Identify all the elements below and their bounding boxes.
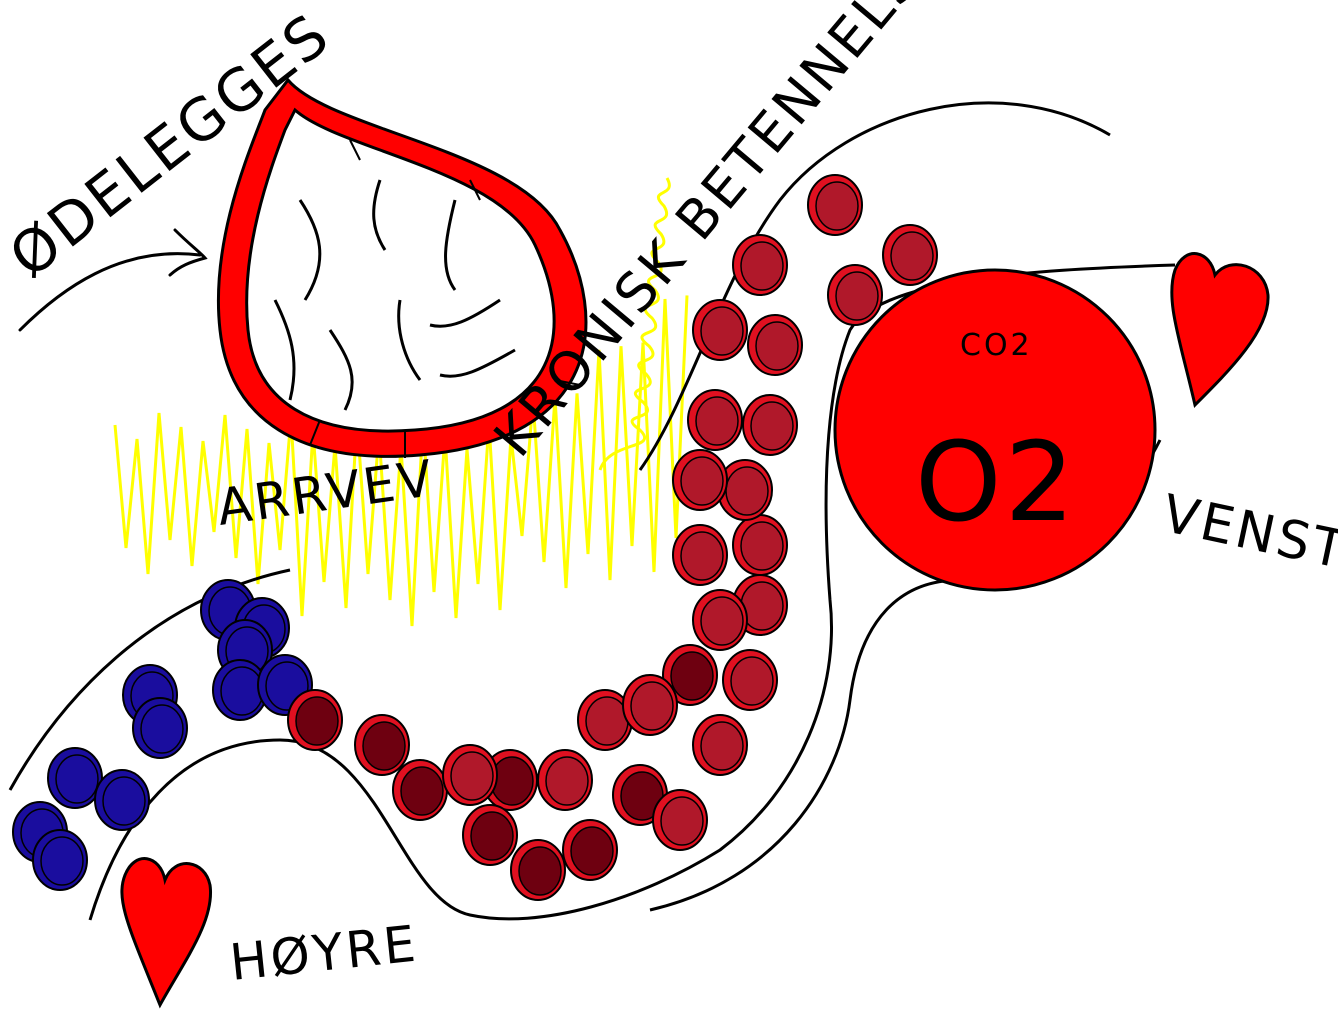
blood-cell-core (40, 836, 84, 886)
blood-cell-core (815, 181, 859, 231)
blood-cell-core (450, 751, 494, 801)
blood-cell-core (295, 696, 339, 746)
blood-cell-core (740, 241, 784, 291)
alveolus-lumen (245, 107, 556, 433)
scribble-stroke (598, 177, 671, 471)
blood-cell-core (660, 796, 704, 846)
blood-cell-core (740, 521, 784, 571)
blood-cell-core (630, 681, 674, 731)
label-right: HØYRE (227, 915, 421, 992)
blood-cell-core (102, 776, 146, 826)
blood-cell-core (518, 846, 562, 896)
blood-cell-core (755, 321, 799, 371)
blood-cell-core (545, 756, 589, 806)
blood-cell-core (730, 656, 774, 706)
heart-icon (1170, 252, 1270, 408)
blood-cell-core (680, 456, 724, 506)
blood-cell-core (680, 531, 724, 581)
blood-cell-core (670, 651, 714, 701)
blood-cells (12, 174, 938, 901)
heart-icon (120, 857, 213, 1009)
vessel-outline-middle (88, 263, 1176, 921)
blood-cell-core (400, 766, 444, 816)
blood-cell-core (725, 466, 769, 516)
oxygen-circle (833, 268, 1157, 592)
blood-cell-core (140, 704, 184, 754)
blood-cell-core (700, 596, 744, 646)
blood-cell-core (890, 231, 934, 281)
blood-cell-core (470, 811, 514, 861)
gas-exchange-circle (833, 268, 1157, 592)
blood-cell-core (695, 396, 739, 446)
blood-cell-core (835, 271, 879, 321)
blood-cell-core (570, 826, 614, 876)
arrow-icon (18, 228, 208, 332)
blood-cell-core (220, 666, 264, 716)
blood-cell-core (55, 754, 99, 804)
blood-cell-core (585, 696, 629, 746)
blood-cell-core (750, 401, 794, 451)
label-o2: O2 (915, 418, 1078, 546)
blood-cell-core (700, 306, 744, 356)
blood-cell-core (362, 721, 406, 771)
alveolus (216, 77, 588, 458)
blood-cell-core (700, 721, 744, 771)
label-left: VENSTRE (1157, 484, 1338, 597)
label-co2: CO2 (960, 328, 1033, 363)
